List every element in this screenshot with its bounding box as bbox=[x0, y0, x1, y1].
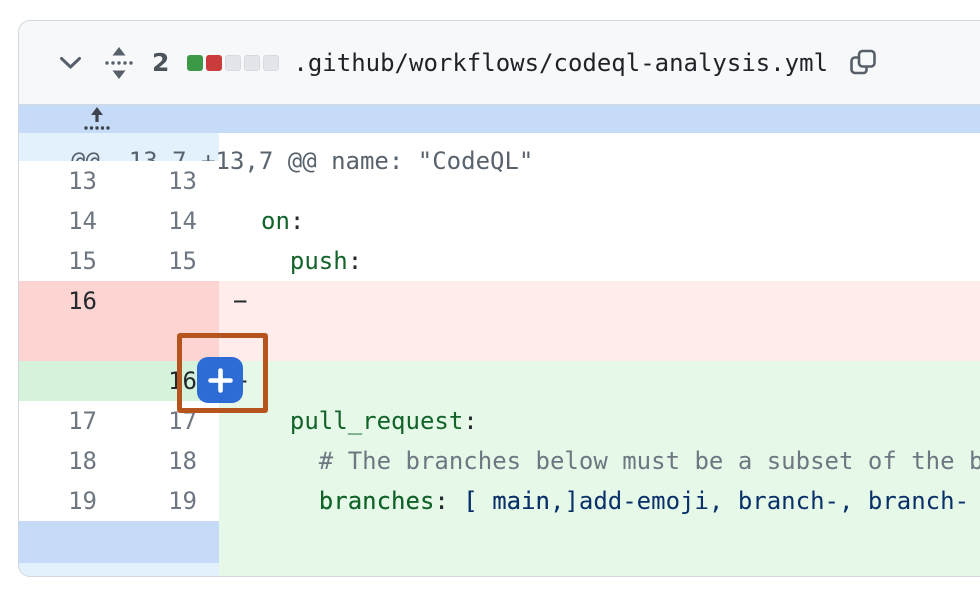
chevron-down-icon bbox=[59, 56, 82, 70]
new-line-number[interactable]: 13 bbox=[119, 161, 219, 201]
copy-icon bbox=[848, 48, 878, 78]
diff-line-16-added: 16 + branches: [ main, add-emoji, branch… bbox=[19, 361, 980, 576]
code-line: branches: [ main ] bbox=[261, 487, 579, 515]
code-line: + branches: [ main, add-emoji, branch-, … bbox=[219, 361, 980, 576]
plus-icon bbox=[207, 367, 234, 394]
old-line-number[interactable]: 14 bbox=[19, 201, 119, 241]
diff-line-17: 17 17 pull_request: bbox=[19, 401, 980, 441]
hunk-row: @@ -13,7 +13,7 @@ name: "CodeQL" bbox=[19, 105, 980, 189]
copy-path-button[interactable] bbox=[848, 48, 878, 78]
diffstat-added-square bbox=[187, 54, 204, 71]
collapse-file-button[interactable] bbox=[59, 56, 82, 70]
code-line: pull_request: bbox=[261, 407, 478, 435]
code-line: push: bbox=[261, 247, 363, 275]
diffstat-neutral-square bbox=[244, 54, 261, 71]
diff-line-13: 13 13 bbox=[19, 161, 980, 201]
add-comment-button[interactable] bbox=[197, 357, 243, 403]
drag-handle-icon bbox=[104, 45, 134, 81]
diffstat-neutral-square bbox=[263, 54, 280, 71]
diff-line-16-deleted: 16 − branches: [ main, add-emoji, add-re… bbox=[19, 281, 980, 576]
expander-content bbox=[19, 563, 219, 576]
diffstat bbox=[187, 54, 280, 71]
diffstat-deleted-square bbox=[206, 54, 223, 71]
old-line-number[interactable]: 15 bbox=[19, 241, 119, 281]
new-line-number[interactable]: 14 bbox=[119, 201, 219, 241]
old-line-number[interactable]: 13 bbox=[19, 161, 119, 201]
new-line-number[interactable]: 17 bbox=[119, 401, 219, 441]
diff-line-14: 14 14 on: bbox=[19, 201, 980, 241]
changed-lines-count: 2 bbox=[152, 48, 170, 77]
new-line-number[interactable]: 15 bbox=[119, 241, 219, 281]
old-line-number[interactable]: 18 bbox=[19, 441, 119, 481]
diff-line-18: 18 18 # The branches below must be a sub… bbox=[19, 441, 980, 481]
diff-line-15: 15 15 push: bbox=[19, 241, 980, 281]
old-line-number[interactable]: 17 bbox=[19, 401, 119, 441]
diffstat-neutral-square bbox=[225, 54, 242, 71]
new-line-number[interactable]: 19 bbox=[119, 481, 219, 521]
file-path[interactable]: .github/workflows/codeql-analysis.yml bbox=[293, 48, 829, 77]
code-line: # The branches below must be a subset of… bbox=[318, 447, 980, 475]
file-diff-card: 2 .github/workflows/codeql-analysis.yml bbox=[18, 20, 980, 577]
deletion-marker: − bbox=[233, 287, 248, 315]
file-header: 2 .github/workflows/codeql-analysis.yml bbox=[19, 21, 980, 105]
drag-handle[interactable] bbox=[104, 45, 134, 81]
expand-up-button[interactable] bbox=[19, 105, 980, 133]
diff-line-19: 19 19 branches: [ main ] bbox=[19, 481, 980, 521]
old-line-number[interactable]: 19 bbox=[19, 481, 119, 521]
code-line: on: bbox=[261, 207, 305, 235]
expand-up-icon bbox=[81, 105, 113, 133]
new-line-number[interactable]: 18 bbox=[119, 441, 219, 481]
code-line bbox=[219, 161, 980, 201]
